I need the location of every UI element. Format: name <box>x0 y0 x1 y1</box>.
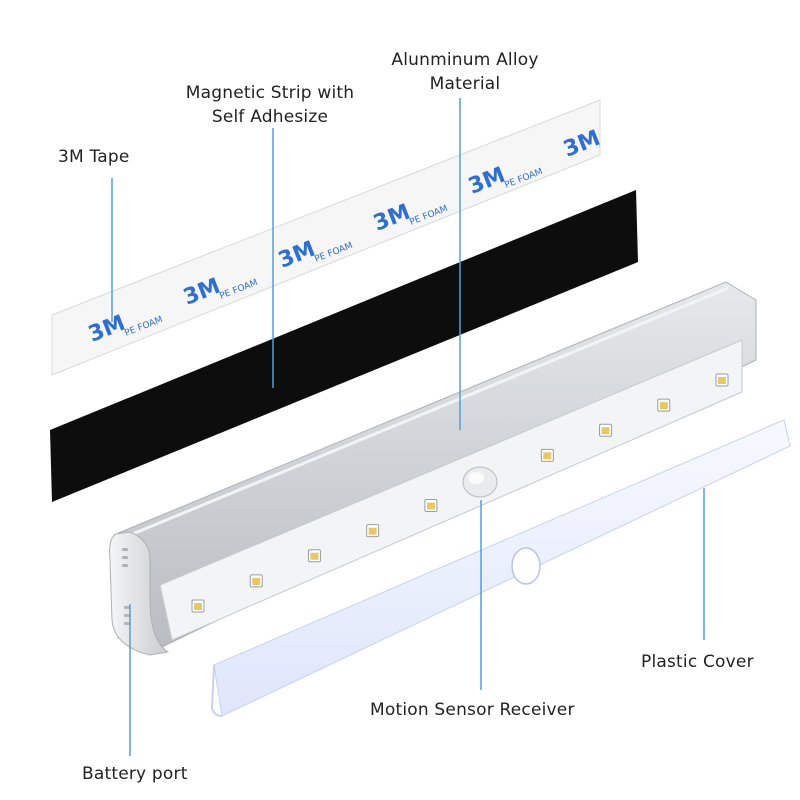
tape-foam-text: PE FOAM <box>598 130 639 154</box>
label-magnetic-strip: Magnetic Strip with Self Adhesize <box>160 81 380 129</box>
led-chip <box>657 398 671 412</box>
magnetic-strip <box>50 190 638 502</box>
label-plastic-cover: Plastic Cover <box>641 652 754 672</box>
label-3m-tape: 3M Tape <box>58 147 130 167</box>
leader-lines <box>111 98 705 756</box>
label-aluminum-alloy-line1: Alunminum Alloy <box>391 50 539 70</box>
led-chip <box>307 549 321 563</box>
motion-sensor-dome <box>462 466 498 498</box>
led-chip <box>366 524 380 538</box>
label-aluminum-alloy-line2: Material <box>429 74 501 94</box>
cover-sensor-window <box>511 547 541 585</box>
label-motion-sensor: Motion Sensor Receiver <box>370 700 575 720</box>
led-panel <box>159 339 743 641</box>
led-chip <box>249 574 263 588</box>
label-aluminum-alloy: Alunminum Alloy Material <box>365 48 565 96</box>
led-chip <box>191 599 205 613</box>
label-battery-port: Battery port <box>82 764 188 784</box>
battery-port-slots <box>122 548 130 625</box>
led-chip <box>424 499 438 513</box>
plastic-cover <box>210 419 791 717</box>
led-chip <box>715 373 729 387</box>
aluminum-housing <box>109 281 757 656</box>
led-chip <box>540 448 554 462</box>
label-magnetic-strip-line2: Self Adhesize <box>211 107 329 127</box>
led-chip <box>599 423 613 437</box>
label-magnetic-strip-line1: Magnetic Strip with <box>185 83 355 103</box>
led-chips <box>191 373 729 613</box>
